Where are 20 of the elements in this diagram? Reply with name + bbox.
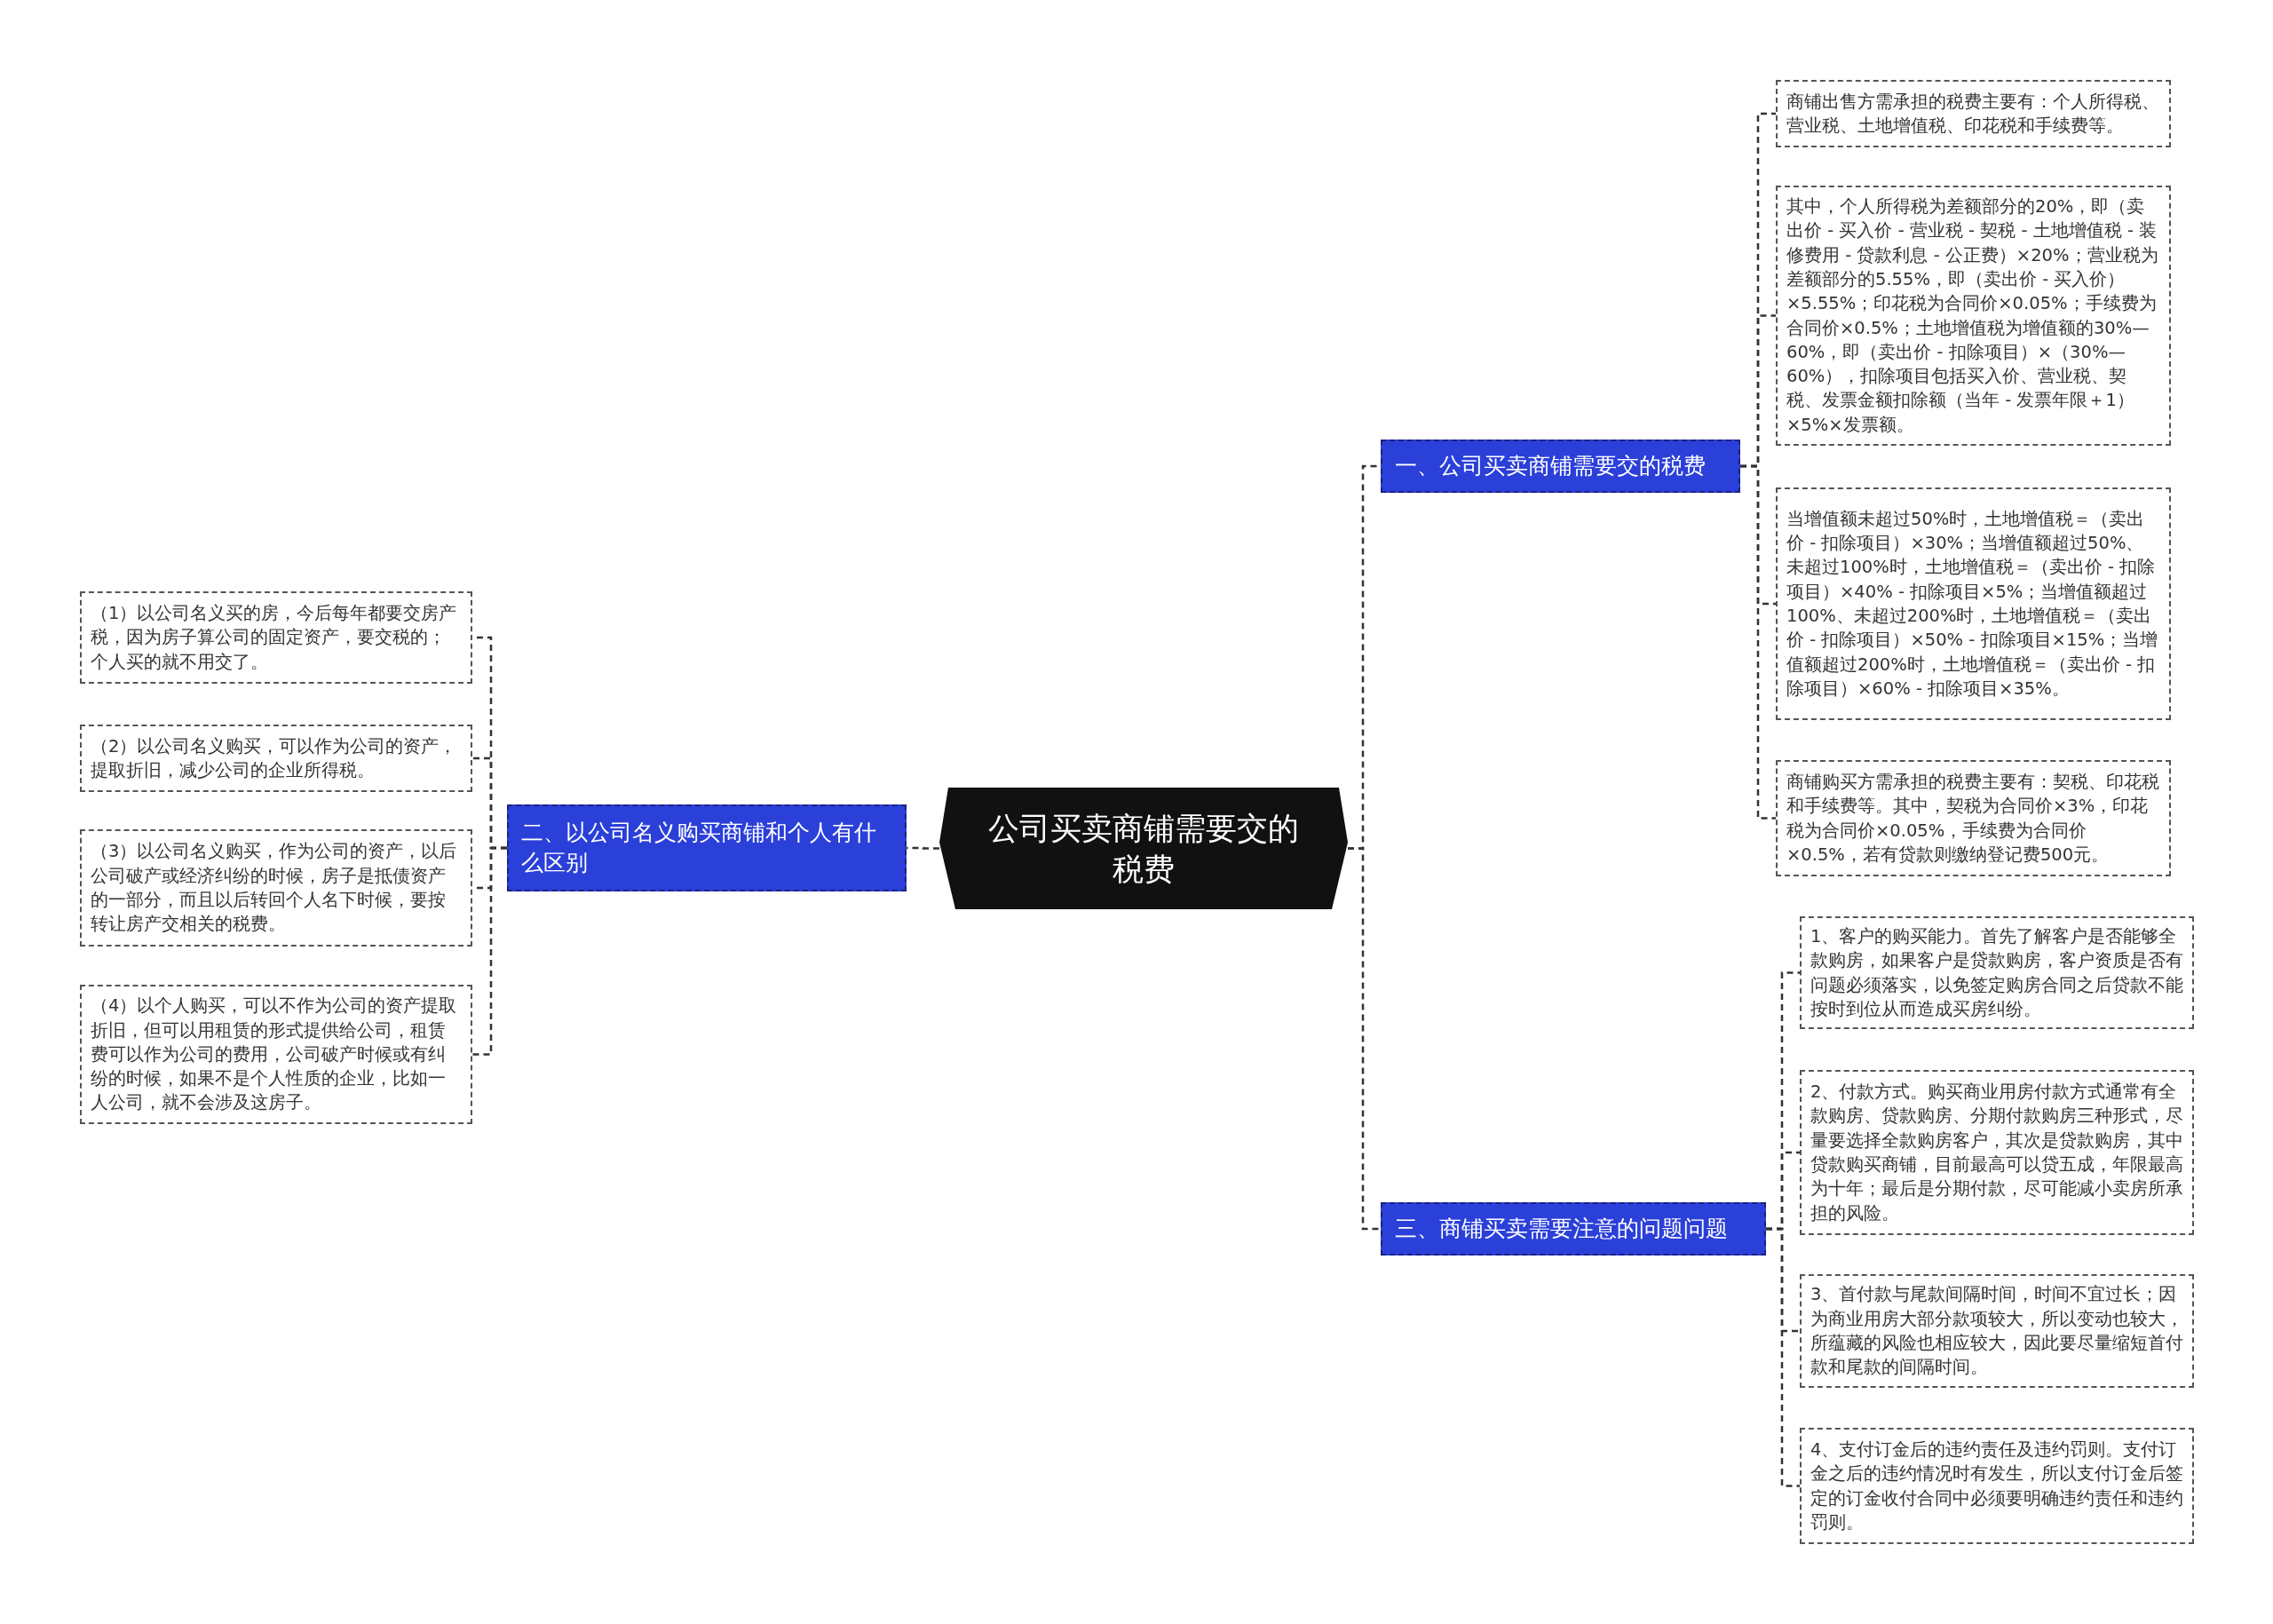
note-box: （3）以公司名义购买，作为公司的资产，以后公司破产或经济纠纷的时候，房子是抵债资产的一部分，而且以后转回个人名下时候，要按转让房产交相关的税费。 <box>80 829 472 947</box>
note-box: 4、支付订金后的违约责任及违约罚则。支付订金之后的违约情况时有发生，所以支付订金后签定的订金收付合同中必须要明确违约责任和违约罚则。 <box>1800 1428 2194 1544</box>
central-topic: 公司买卖商铺需要交的税费 <box>939 788 1348 909</box>
branch-topic-box: 一、公司买卖商铺需要交的税费 <box>1381 440 1740 493</box>
note-box: 其中，个人所得税为差额部分的20%，即（卖出价 - 买入价 - 营业税 - 契税 - 土地增值税 - 装修费用 - 贷款利息 - 公正费）×20%；营业税为差额部分的5.55%，即（卖出价 - 买入价）×5.55%；印花税为合同价×0.05%；手续费为合同价×0.5%；土地增值税为增值额的30%—60%，即（卖出价 - 扣除项目）×（30%—60%），扣除项目包括买入价、营业税、契税、发票金额扣除额（当年 - 发票年限＋1）×5%×发票额。 <box>1776 186 2171 446</box>
note-box: （1）以公司名义买的房，今后每年都要交房产税，因为房子算公司的固定资产，要交税的；个人买的就不用交了。 <box>80 591 472 684</box>
connector-line <box>472 846 507 1056</box>
note-box: 商铺出售方需承担的税费主要有：个人所得税、营业税、土地增值税、印花税和手续费等。 <box>1776 80 2171 147</box>
connector-line <box>1348 847 1381 1231</box>
note-box: 2、付款方式。购买商业用房付款方式通常有全款购房、贷款购房、分期付款购房三种形式，尽量要选择全款购房客户，其次是贷款购房，其中贷款购买商铺，目前最高可以贷五成，年限最高为十年；最后是分期付款，尽可能减小卖房所承担的风险。 <box>1800 1070 2194 1235</box>
note-box: 3、首付款与尾款间隔时间，时间不宜过长；因为商业用房大部分款项较大，所以变动也较大，所蕴藏的风险也相应较大，因此要尽量缩短首付款和尾款的间隔时间。 <box>1800 1274 2194 1388</box>
note-box: 商铺购买方需承担的税费主要有：契税、印花税和手续费等。其中，契税为合同价×3%，印花税为合同价×0.05%，手续费为合同价×0.5%，若有贷款则缴纳登记费500元。 <box>1776 760 2171 876</box>
branch-topic-box: 二、以公司名义购买商铺和个人有什么区别 <box>507 804 907 891</box>
connector-line <box>1740 464 1776 820</box>
connector-line <box>1766 1227 1800 1487</box>
branch-topic-box: 三、商铺买卖需要注意的问题问题 <box>1381 1202 1766 1256</box>
note-box: （4）以个人购买，可以不作为公司的资产提取折旧，但可以用租赁的形式提供给公司，租赁费可以作为公司的费用，公司破产时候或有纠纷的时候，如果不是个人性质的企业，比如一人公司，就不会涉及这房子。 <box>80 985 472 1124</box>
note-box: （2）以公司名义购买，可以作为公司的资产，提取折旧，减少公司的企业所得税。 <box>80 725 472 792</box>
note-box: 1、客户的购买能力。首先了解客户是否能够全款购房，如果客户是贷款购房，客户资质是否有问题必须落实，以免签定购房合同之后贷款不能按时到位从而造成买房纠纷。 <box>1800 916 2194 1029</box>
note-box: 当增值额未超过50%时，土地增值税＝（卖出价 - 扣除项目）×30%；当增值额超过50%、未超过100%时，土地增值税＝（卖出价 - 扣除项目）×40% - 扣除项目×5%；当增值额超过100%、未超过200%时，土地增值税＝（卖出价 - 扣除项目）×50% - 扣除项目×15%；当增值额超过200%时，土地增值税＝（卖出价 - 扣除项目）×60% - 扣除项目×35%。 <box>1776 487 2171 720</box>
